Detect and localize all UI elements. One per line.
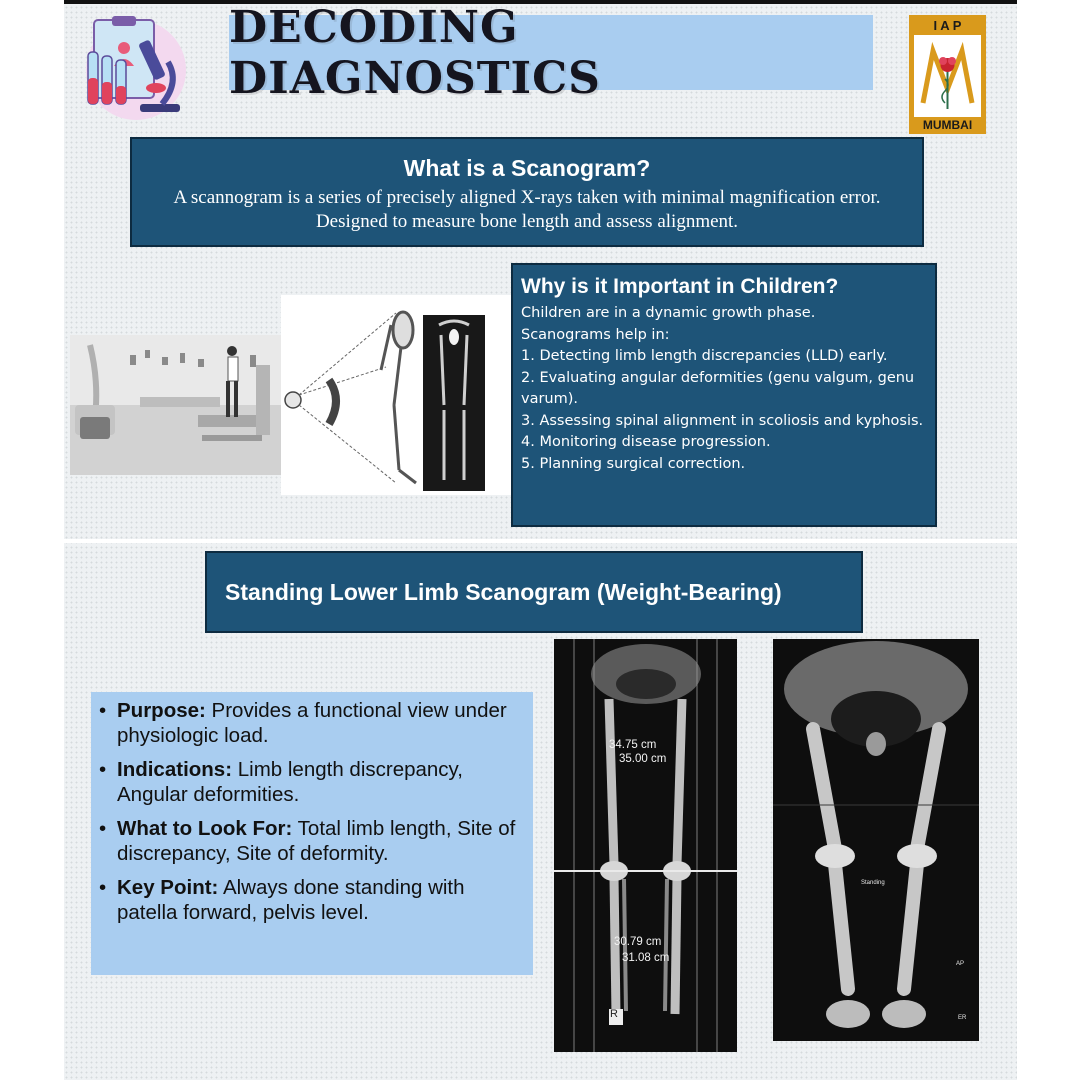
scanogram-title: What is a Scanogram? [403, 155, 651, 181]
measurement-label: 31.08 cm [622, 952, 670, 964]
bullet-label: What to Look For: [117, 817, 293, 840]
scanogram-body: A scannogram is a series of precisely al… [173, 187, 881, 232]
why-line: 5. Planning surgical correction. [521, 455, 746, 472]
why-line: 2. Evaluating angular deformities (genu … [521, 369, 915, 408]
er-label: ER [958, 1015, 967, 1021]
bullet-text: Provides a functional view under physiol… [117, 699, 507, 747]
measurement-label: 30.79 cm [614, 936, 662, 948]
side-marker: R [610, 1008, 618, 1020]
logo-top-text: I A P [934, 18, 962, 33]
why-title: Why is it Important in Children? [521, 275, 839, 298]
bullet-text: Total limb length, Site of discrepancy, … [117, 817, 516, 865]
why-line: Children are in a dynamic growth phase. [521, 305, 816, 321]
list-item: • Purpose: Provides a functional view un… [99, 699, 507, 747]
infographic-page: DECODING DIAGNOSTICS I A P MUMBAI What i… [64, 0, 1017, 1080]
why-line: Scanograms help in: [521, 326, 670, 343]
measurement-label: 34.75 cm [609, 739, 657, 751]
standing-title: Standing Lower Limb Scanogram (Weight-Be… [225, 578, 782, 605]
scanogram-definition-box: What is a Scanogram? A scannogram is a s… [130, 137, 924, 247]
standing-ap-xray: Standing AP ER [773, 639, 979, 1041]
title-banner: DECODING DIAGNOSTICS [229, 2, 873, 104]
standing-scanogram-banner: Standing Lower Limb Scanogram (Weight-Be… [205, 551, 863, 633]
bullet-text: Always done standing with patella forwar… [117, 876, 465, 924]
bullet-label: Purpose: [117, 699, 206, 722]
bullet-label: Indications: [117, 758, 233, 781]
why-important-box: Why is it Important in Children? Childre… [511, 263, 937, 527]
bullet-label: Key Point: [117, 876, 219, 899]
why-line: 3. Assessing spinal alignment in scolios… [521, 412, 924, 429]
measurement-label: 35.00 cm [619, 753, 667, 765]
scanogram-technique-diagram [281, 295, 511, 495]
list-item: • Key Point: Always done standing with p… [99, 876, 465, 924]
section-divider [64, 539, 1017, 543]
iap-mumbai-logo: I A P MUMBAI [909, 15, 986, 134]
microscope-icon [139, 40, 180, 112]
lab-equipment-icon [76, 12, 188, 124]
standing-key-points: • Purpose: Provides a functional view un… [91, 692, 533, 975]
standing-label: Standing [861, 880, 885, 886]
measured-scanogram-xray: 34.75 cm 35.00 cm 30.79 cm 31.08 cm R [554, 639, 737, 1052]
why-line: 4. Monitoring disease progression. [521, 434, 771, 450]
why-line: 1. Detecting limb length discrepancies (… [521, 348, 888, 364]
top-rule [64, 0, 1017, 4]
list-item: • Indications: Limb length discrepancy, … [99, 758, 463, 806]
scanogram-room-photo [70, 335, 281, 475]
projection-label: AP [956, 961, 965, 967]
list-item: • What to Look For: Total limb length, S… [99, 817, 516, 865]
page-title: DECODING DIAGNOSTICS [229, 1, 601, 104]
xray-source-icon [284, 391, 302, 409]
bullet-text: Limb length discrepancy, Angular deformi… [117, 758, 463, 806]
logo-bottom-text: MUMBAI [923, 118, 972, 132]
